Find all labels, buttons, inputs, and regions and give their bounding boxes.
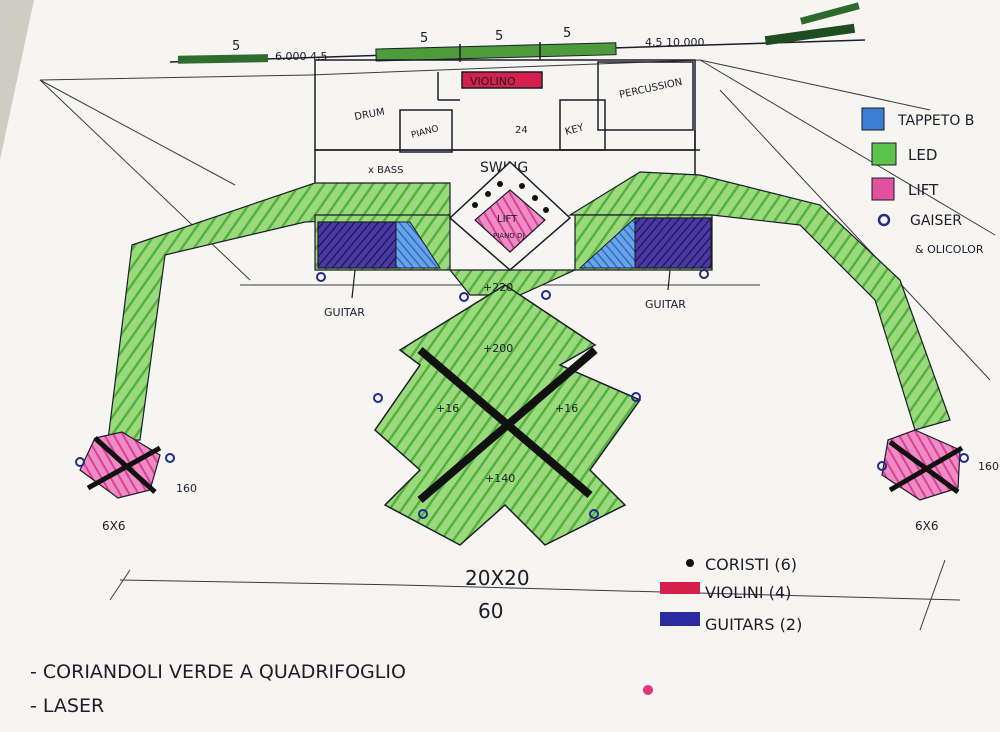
legend-label-gaiser: GAISER bbox=[910, 213, 962, 229]
height-16-left: +16 bbox=[436, 402, 459, 415]
bass-label: x BASS bbox=[368, 165, 404, 176]
gaiser-markers bbox=[75, 269, 969, 519]
height-200: +200 bbox=[483, 342, 513, 355]
legend-label-coristi: CORISTI (6) bbox=[705, 555, 797, 574]
guitar-right-label: GUITAR bbox=[645, 298, 686, 311]
led-bar-top-right bbox=[764, 23, 856, 46]
top-center-number-3: 5 bbox=[563, 26, 571, 41]
violino-label: VIOLINO bbox=[470, 75, 516, 88]
top-left-number: 5 bbox=[232, 39, 240, 54]
lift-center-sublabel: PIANO DJ bbox=[493, 232, 525, 240]
led-walkway-left bbox=[107, 182, 451, 441]
led-bar-top-center bbox=[375, 42, 617, 62]
legend-swatch-tappeto bbox=[861, 107, 885, 131]
legend-label-guitars: GUITARS (2) bbox=[705, 615, 802, 634]
top-center-number-1: 5 bbox=[420, 31, 428, 46]
legend-bottom: CORISTI (6) VIOLINI (4) GUITARS (2) bbox=[660, 555, 802, 634]
guitar-left-label: GUITAR bbox=[324, 306, 365, 319]
drum-label: DRUM bbox=[354, 107, 386, 123]
main-stage-clover bbox=[374, 284, 642, 546]
lift-center-label: LIFT bbox=[497, 214, 518, 225]
led-walkway-right bbox=[567, 171, 951, 431]
legend-label-olicolor: & OLICOLOR bbox=[915, 243, 984, 256]
legend-swatch-lift bbox=[871, 177, 895, 201]
legend-swatch-violini bbox=[660, 582, 700, 594]
top-right-measure: 4,5 10.000 bbox=[645, 36, 704, 49]
legend-swatch-led bbox=[871, 142, 897, 166]
lift-pod-left bbox=[79, 431, 162, 499]
guitar-right-arrow bbox=[667, 269, 671, 291]
legend-label-lift: LIFT bbox=[908, 181, 939, 199]
pink-dot bbox=[643, 685, 653, 695]
height-16-right: +16 bbox=[555, 402, 578, 415]
lift-center-diamond bbox=[474, 189, 546, 253]
height-140: +140 bbox=[485, 472, 515, 485]
left-pod-size: 6X6 bbox=[102, 519, 126, 533]
lift-pod-right bbox=[881, 429, 964, 501]
note-coriandoli: - CORIANDOLI VERDE A QUADRIFOGLIO bbox=[30, 661, 406, 683]
legend-swatch-guitars bbox=[660, 612, 700, 626]
right-pod-size: 6X6 bbox=[915, 519, 939, 533]
main-height-label: 60 bbox=[478, 599, 503, 623]
legend-label-tappeto: TAPPETO B bbox=[897, 113, 974, 129]
led-bar-top-left bbox=[177, 54, 269, 64]
right-pod-height: 160 bbox=[978, 460, 999, 473]
legend-swatch-gaiser bbox=[877, 213, 891, 227]
legend-swatch-coristi bbox=[686, 559, 694, 567]
backstage-area bbox=[314, 59, 700, 185]
tappeto-blue-right bbox=[578, 216, 636, 269]
key-label: KEY bbox=[564, 122, 586, 138]
left-pod-height: 160 bbox=[176, 482, 197, 495]
height-220: +220 bbox=[483, 281, 513, 294]
legend-top: TAPPETO B LED LIFT GAISER & OLICOLOR bbox=[861, 107, 984, 256]
led-bar-top-far-right bbox=[799, 2, 860, 25]
note-laser: - LASER bbox=[30, 695, 104, 717]
guitar-platform-right bbox=[634, 217, 712, 269]
coristi-dots bbox=[472, 181, 549, 213]
top-left-measure: 6.000 4,5 bbox=[275, 50, 327, 63]
main-size-label: 20X20 bbox=[465, 566, 530, 590]
top-center-number-2: 5 bbox=[495, 29, 503, 44]
legend-label-violini: VIOLINI (4) bbox=[705, 583, 791, 602]
guitar-platform-left bbox=[317, 221, 397, 269]
violino-platform bbox=[461, 71, 543, 89]
guitar-left-arrow bbox=[351, 269, 356, 299]
swing-number: 24 bbox=[515, 125, 528, 136]
legend-label-led: LED bbox=[908, 146, 937, 164]
tappeto-blue-left bbox=[395, 221, 441, 269]
